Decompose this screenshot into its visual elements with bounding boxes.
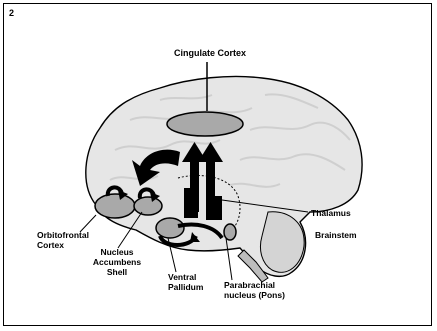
label-parabrachial-nucleus: Parabrachial nucleus (Pons) — [224, 280, 304, 300]
cingulate-cortex-region — [167, 112, 243, 136]
label-orbitofrontal-cortex: Orbitofrontal Cortex — [37, 230, 87, 250]
label-brainstem: Brainstem — [315, 230, 357, 240]
label-ventral-pallidum: Ventral Pallidum — [168, 272, 206, 292]
orbitofrontal-region — [95, 194, 135, 218]
label-thalamus: Thalamus — [311, 208, 351, 218]
figure-number: 2 — [9, 8, 14, 18]
thalamus-block-right — [206, 196, 222, 220]
label-cingulate-cortex: Cingulate Cortex — [174, 48, 246, 58]
parabrachial-region — [224, 224, 236, 240]
nucleus-accumbens-region — [134, 197, 162, 215]
label-nucleus-accumbens-shell: Nucleus Accumbens Shell — [92, 247, 142, 277]
ventral-pallidum-region — [156, 218, 184, 238]
thalamus-block-left — [184, 188, 198, 218]
